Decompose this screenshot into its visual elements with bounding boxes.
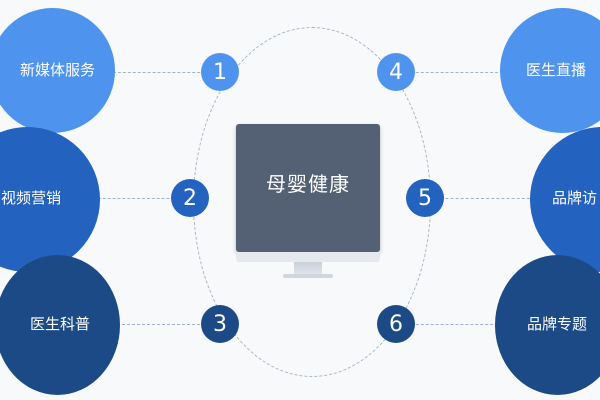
blob-label: 新媒体服务 [20, 61, 96, 79]
blob-label: 品牌访 [552, 189, 598, 207]
center-title: 母婴健康 [266, 172, 350, 196]
step-number-6[interactable]: 6 [377, 305, 415, 343]
blob-label: 视频营销 [1, 189, 62, 207]
monitor-icon: 母婴健康 [236, 124, 380, 278]
step-number-2[interactable]: 2 [171, 179, 209, 217]
monitor-screen: 母婴健康 [236, 124, 380, 252]
blob-brand-topic[interactable]: 品牌专题 [495, 255, 600, 395]
connector-line-1 [108, 72, 220, 73]
connector-line-3 [112, 324, 220, 325]
blob-doctor-science[interactable]: 医生科普 [0, 255, 120, 395]
connector-line-6 [396, 324, 508, 325]
blob-label: 医生直播 [526, 61, 587, 79]
blob-video-marketing[interactable]: 视频营销 [0, 127, 100, 272]
blob-new-media-service[interactable]: 新媒体服务 [0, 8, 115, 133]
blob-brand-visit[interactable]: 品牌访 [530, 127, 600, 272]
step-number-5[interactable]: 5 [406, 179, 444, 217]
monitor-stand-base [283, 274, 333, 278]
monitor-stand-neck [294, 262, 322, 274]
blob-doctor-live[interactable]: 医生直播 [500, 8, 600, 133]
blob-label: 医生科普 [30, 315, 91, 333]
blob-label: 品牌专题 [527, 315, 588, 333]
step-number-1[interactable]: 1 [201, 53, 239, 91]
connector-line-4 [396, 72, 508, 73]
connector-line-2 [93, 198, 189, 199]
monitor-bezel [236, 252, 380, 262]
step-number-3[interactable]: 3 [201, 305, 239, 343]
step-number-4[interactable]: 4 [377, 53, 415, 91]
connector-line-5 [425, 198, 535, 199]
